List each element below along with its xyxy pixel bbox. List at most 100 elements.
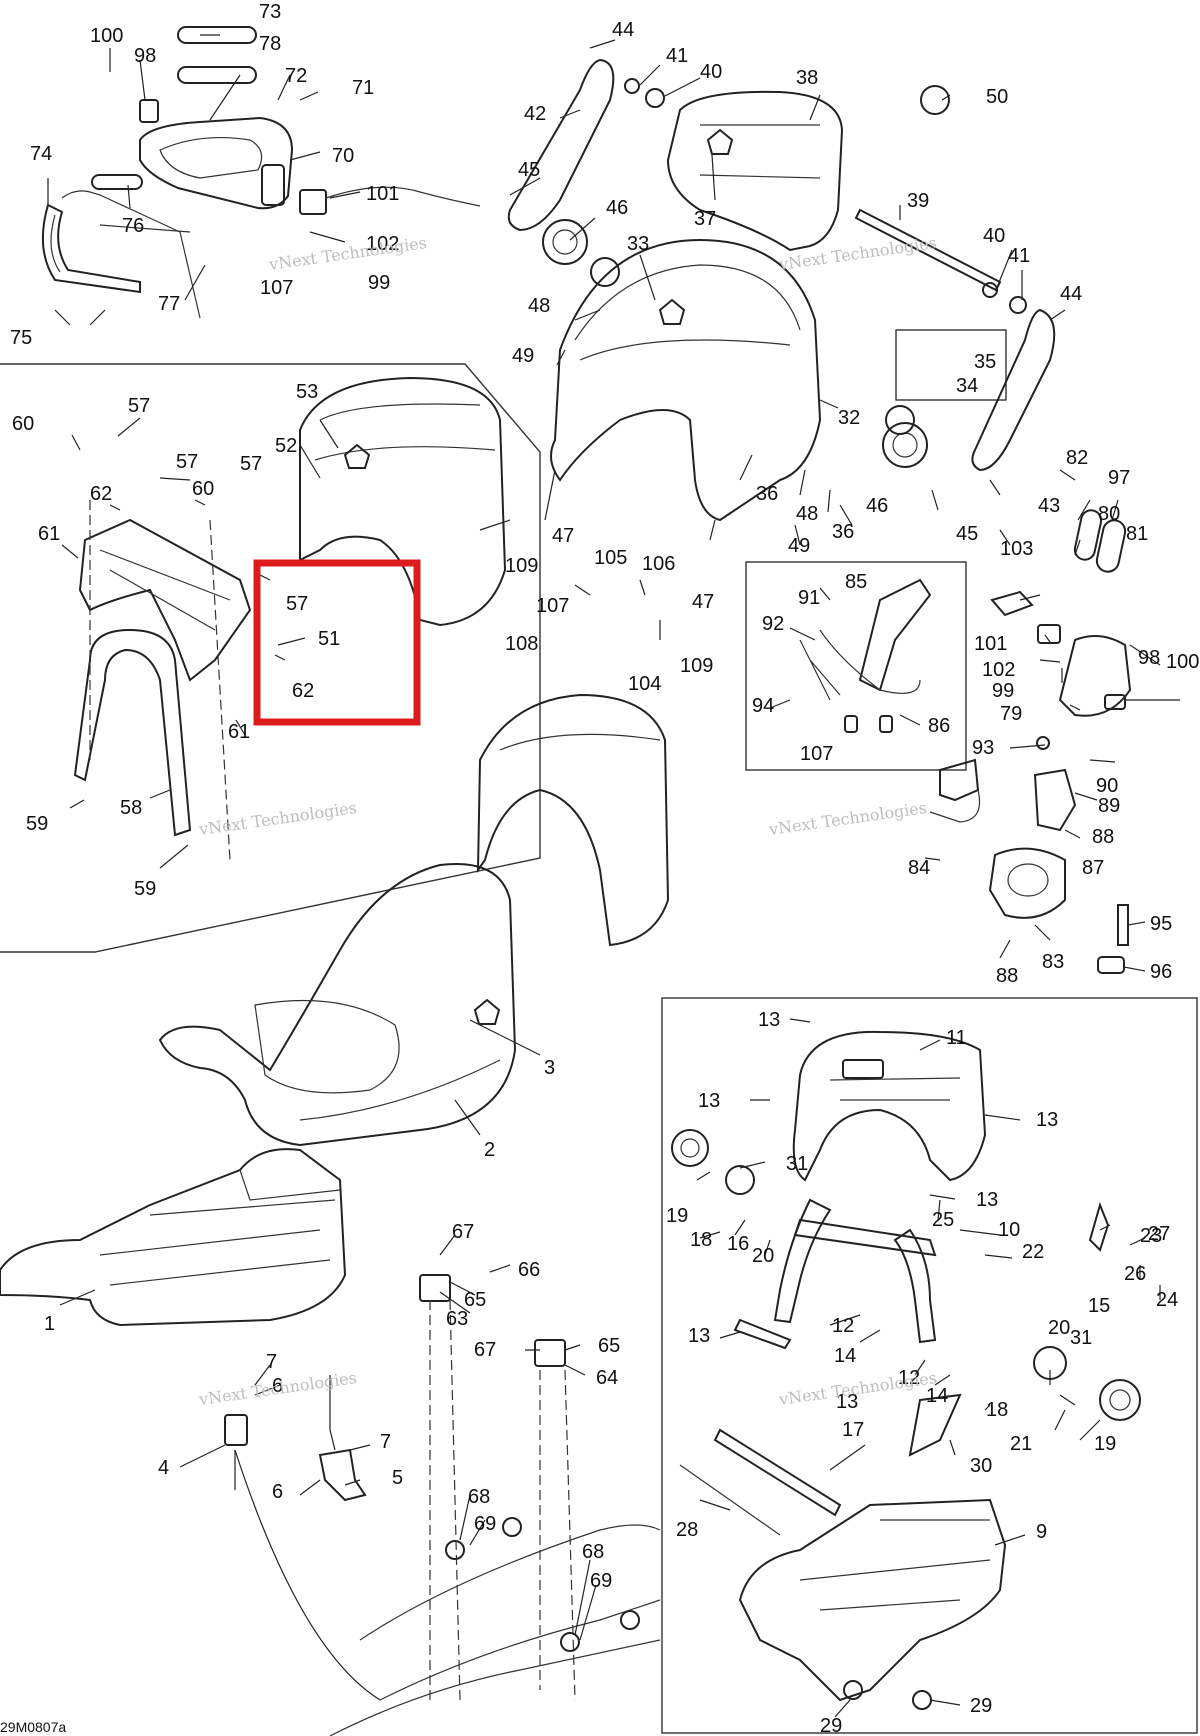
label: 65 bbox=[598, 1335, 620, 1357]
label: 22 bbox=[1022, 1241, 1044, 1263]
label: 1 bbox=[44, 1313, 55, 1335]
label: 5 bbox=[392, 1467, 403, 1489]
label: 69 bbox=[590, 1570, 612, 1592]
label: 98 bbox=[134, 45, 156, 67]
part-46-hub bbox=[542, 219, 588, 265]
label: 43 bbox=[1038, 495, 1060, 517]
part-11-cover bbox=[792, 1030, 987, 1182]
label: 78 bbox=[259, 33, 281, 55]
watermark: vNext Technologies bbox=[197, 798, 358, 839]
label: 90 bbox=[1096, 775, 1118, 797]
label: 65 bbox=[464, 1289, 486, 1311]
label: 17 bbox=[842, 1419, 864, 1441]
label: 107 bbox=[260, 277, 293, 299]
label: 77 bbox=[158, 293, 180, 315]
label: 47 bbox=[552, 525, 574, 547]
watermark: vNext Technologies bbox=[267, 233, 428, 274]
label: 59 bbox=[26, 813, 48, 835]
label: 88 bbox=[1092, 826, 1114, 848]
label: 4 bbox=[158, 1457, 169, 1479]
label: 88 bbox=[996, 965, 1018, 987]
detail-inset-box bbox=[895, 329, 1007, 401]
label: 7 bbox=[266, 1351, 277, 1373]
label: 67 bbox=[474, 1339, 496, 1361]
label: 18 bbox=[986, 1399, 1008, 1421]
rear-frame-60 bbox=[78, 518, 252, 682]
callout-labels: 100 98 73 78 72 71 70 74 76 101 102 77 1… bbox=[10, 1, 1199, 1736]
label: 18 bbox=[690, 1229, 712, 1251]
label: 87 bbox=[1082, 857, 1104, 879]
label: 12 bbox=[898, 1367, 920, 1389]
frame-inset bbox=[671, 1030, 1141, 1710]
label: 76 bbox=[122, 215, 144, 237]
label: 109 bbox=[505, 555, 538, 577]
label: 105 bbox=[594, 547, 627, 569]
part-41-washer bbox=[624, 78, 640, 94]
label: 11 bbox=[946, 1027, 967, 1049]
label: 23 bbox=[1140, 1225, 1162, 1247]
part-64-bracket bbox=[534, 1339, 566, 1367]
right-handle-parts bbox=[929, 509, 1132, 974]
ghost-seat-outline bbox=[476, 693, 670, 947]
label: 44 bbox=[612, 19, 634, 41]
label: 106 bbox=[642, 553, 675, 575]
label: 102 bbox=[366, 233, 399, 255]
label: 101 bbox=[974, 633, 1007, 655]
part-2-seat bbox=[158, 863, 517, 1147]
label: 97 bbox=[1108, 467, 1130, 489]
part-44-bracket-right bbox=[971, 308, 1056, 472]
part-100-tip bbox=[1104, 694, 1126, 710]
part-37-logo bbox=[706, 128, 734, 155]
part-103-cap bbox=[990, 590, 1034, 617]
label: 63 bbox=[446, 1308, 468, 1330]
part-97-grip bbox=[1095, 519, 1127, 573]
part-29-left bbox=[843, 1680, 863, 1700]
part-32-seat bbox=[550, 238, 822, 522]
label: 103 bbox=[1000, 538, 1033, 560]
label: 26 bbox=[1124, 1263, 1146, 1285]
label: 32 bbox=[838, 407, 860, 429]
part-82-grip bbox=[1073, 509, 1103, 561]
label: 10 bbox=[998, 1219, 1020, 1241]
label: 7 bbox=[380, 1431, 391, 1453]
label: 108 bbox=[505, 633, 538, 655]
label: 36 bbox=[832, 521, 854, 543]
seat-base bbox=[0, 1148, 347, 1327]
part-107-a bbox=[844, 715, 858, 733]
part-93-nut bbox=[1036, 736, 1050, 750]
label: 46 bbox=[606, 197, 628, 219]
part-38-backrest bbox=[666, 90, 844, 252]
part-70-housing bbox=[139, 116, 294, 210]
watermark: vNext Technologies bbox=[777, 233, 938, 274]
label: 62 bbox=[90, 483, 112, 505]
part-42-bracket bbox=[507, 58, 615, 232]
part-5-bracket bbox=[318, 1448, 367, 1502]
label: 95 bbox=[1150, 913, 1172, 935]
label: 29 bbox=[970, 1695, 992, 1717]
label: 104 bbox=[628, 673, 661, 695]
watermarks: vNext Technologies vNext Technologies vN… bbox=[197, 233, 938, 1409]
label: 20 bbox=[1048, 1317, 1070, 1339]
label: 68 bbox=[582, 1541, 604, 1563]
label: 57 bbox=[128, 395, 150, 417]
label: 99 bbox=[992, 680, 1014, 702]
part-101-right bbox=[1037, 624, 1061, 644]
label: 45 bbox=[956, 523, 978, 545]
part-3-logo bbox=[473, 998, 501, 1025]
label: 41 bbox=[666, 45, 688, 67]
part-74-handle bbox=[41, 203, 141, 294]
part-83-cover bbox=[988, 847, 1066, 919]
label: 33 bbox=[627, 233, 649, 255]
label: 37 bbox=[694, 208, 716, 230]
part-68-grommet bbox=[445, 1540, 465, 1560]
label: 36 bbox=[756, 483, 778, 505]
label: 61 bbox=[228, 721, 250, 743]
part-53-logo bbox=[343, 443, 371, 469]
label: 6 bbox=[272, 1481, 283, 1503]
label: 81 bbox=[1126, 523, 1148, 545]
label: 30 bbox=[970, 1455, 992, 1477]
frame-inset-box bbox=[661, 997, 1198, 1734]
label: 16 bbox=[727, 1233, 749, 1255]
label: 29 bbox=[820, 1715, 842, 1736]
leader-lines bbox=[47, 34, 1180, 1718]
